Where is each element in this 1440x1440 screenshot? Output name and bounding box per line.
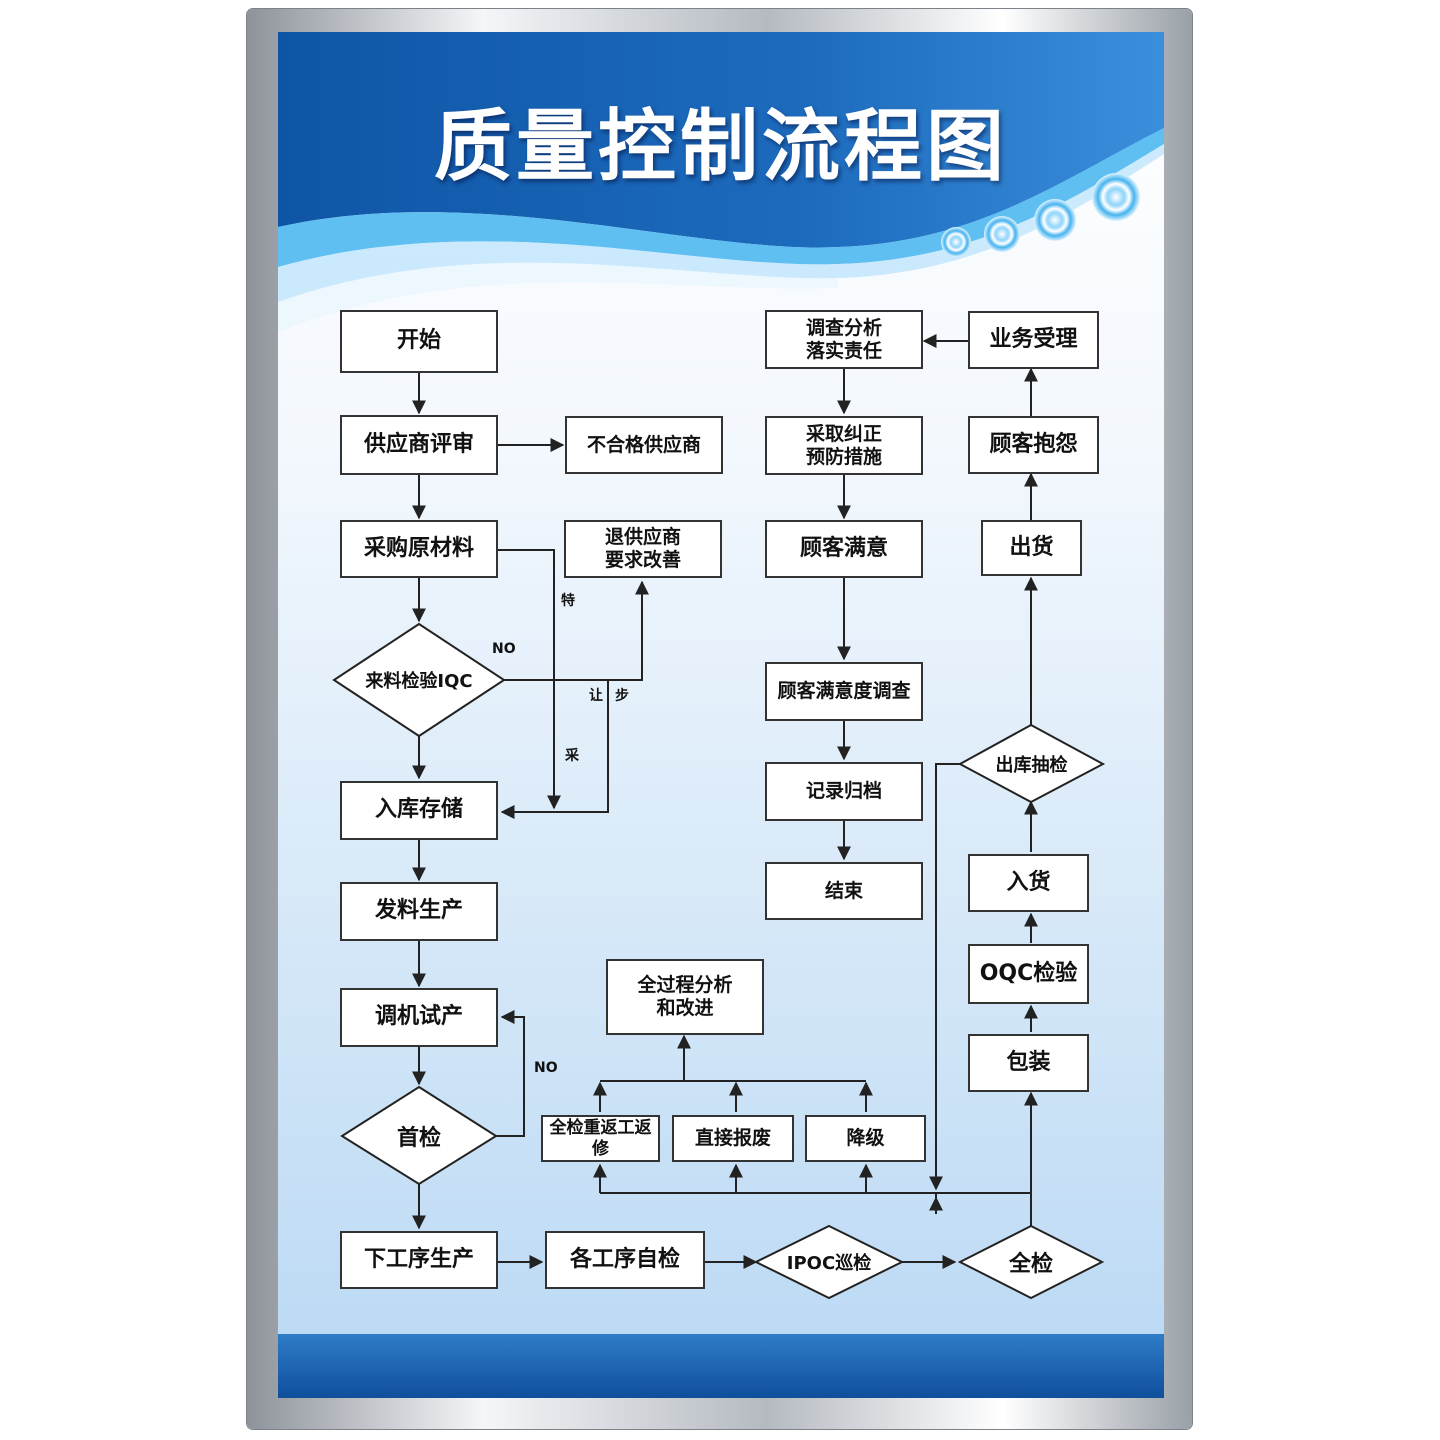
label-first-no: NO bbox=[534, 1060, 558, 1076]
node-customer-complaint: 顾客抱怨 bbox=[968, 416, 1099, 474]
node-next-process: 下工序生产 bbox=[340, 1231, 498, 1289]
node-satisfaction-survey: 顾客满意度调查 bbox=[765, 662, 923, 721]
poster: 质量控制流程图 开始 供应商评审 不合格供应商 采购原材料 退供应商 要求改善 … bbox=[278, 32, 1164, 1398]
node-outbound-sampling: 出库抽检 bbox=[995, 755, 1068, 776]
node-packaging: 包装 bbox=[968, 1034, 1089, 1092]
full-inspection-diamond bbox=[957, 1224, 1105, 1300]
node-ipqc-patrol: IPOC巡检 bbox=[786, 1253, 872, 1274]
outbound-diamond bbox=[957, 723, 1106, 804]
poster-title: 质量控制流程图 bbox=[433, 102, 1008, 192]
bubble-decoration bbox=[941, 173, 1140, 257]
node-scrap: 直接报废 bbox=[672, 1115, 794, 1162]
label-special-2: 让 bbox=[589, 688, 603, 704]
node-return-supplier: 退供应商 要求改善 bbox=[564, 520, 722, 578]
bottom-band bbox=[278, 1334, 1164, 1398]
decision-shapes bbox=[332, 622, 1106, 1300]
node-iqc: 来料检验IQC bbox=[365, 671, 473, 692]
node-start: 开始 bbox=[340, 310, 498, 373]
flow-lines bbox=[412, 334, 1038, 1269]
node-issue-materials: 发料生产 bbox=[340, 882, 498, 941]
node-self-inspection: 各工序自检 bbox=[545, 1231, 705, 1289]
node-record-archive: 记录归档 bbox=[765, 762, 923, 821]
node-business-acceptance: 业务受理 bbox=[968, 311, 1099, 369]
node-oqc: OQC检验 bbox=[968, 944, 1089, 1004]
poster-graphics bbox=[278, 32, 1164, 1300]
header-band bbox=[278, 32, 1164, 332]
node-downgrade: 降级 bbox=[805, 1115, 926, 1162]
label-special-1: 特 bbox=[561, 593, 575, 609]
ipqc-diamond bbox=[753, 1224, 905, 1300]
node-end: 结束 bbox=[765, 862, 923, 920]
first-inspection-diamond bbox=[340, 1085, 498, 1186]
node-investigate-analysis: 调查分析 落实责任 bbox=[765, 310, 923, 369]
node-unqualified-supplier: 不合格供应商 bbox=[565, 416, 723, 474]
label-iqc-no: NO bbox=[492, 641, 516, 657]
node-corrective-measures: 采取纠正 预防措施 bbox=[765, 416, 923, 475]
node-shipment: 出货 bbox=[981, 520, 1082, 576]
node-rework: 全检重返工返修 bbox=[541, 1115, 660, 1162]
label-special-4: 采 bbox=[565, 748, 579, 764]
node-full-inspection: 全检 bbox=[1008, 1252, 1053, 1277]
node-warehouse-storage: 入库存储 bbox=[340, 781, 498, 840]
node-full-process-analysis: 全过程分析 和改进 bbox=[606, 959, 764, 1035]
node-trial-production: 调机试产 bbox=[340, 988, 498, 1047]
node-purchase-materials: 采购原材料 bbox=[340, 520, 498, 578]
node-goods-in: 入货 bbox=[968, 854, 1089, 912]
label-special-3: 步 bbox=[615, 688, 629, 704]
node-customer-satisfied: 顾客满意 bbox=[765, 520, 923, 578]
node-first-inspection: 首检 bbox=[396, 1126, 441, 1151]
iqc-diamond bbox=[332, 622, 506, 738]
node-supplier-review: 供应商评审 bbox=[340, 415, 498, 475]
